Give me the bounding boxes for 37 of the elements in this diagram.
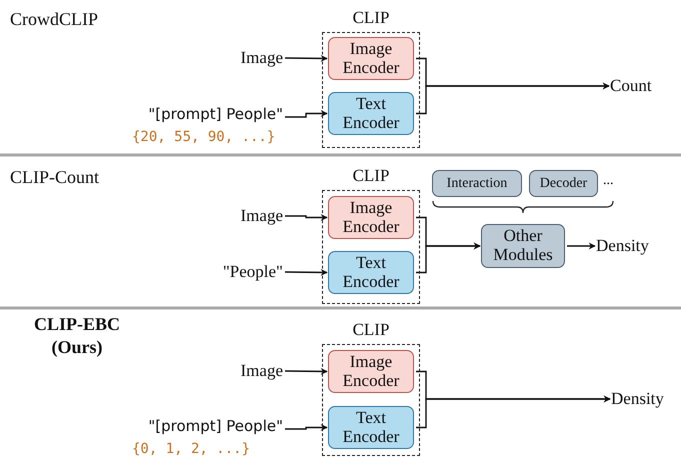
text-encoder-box: Text Encoder bbox=[328, 251, 414, 294]
section-title: CrowdCLIP bbox=[10, 8, 100, 30]
input-text: Image bbox=[226, 48, 283, 68]
module-box: Other Modules bbox=[481, 224, 565, 268]
image-encoder-box: Image Encoder bbox=[328, 350, 414, 393]
arrow bbox=[567, 242, 596, 250]
group-heading: CLIP bbox=[352, 166, 390, 187]
image-encoder-box: Image Encoder bbox=[328, 37, 414, 80]
prompt-text: "[prompt] People" bbox=[147, 418, 283, 436]
module-box: Decoder bbox=[529, 170, 598, 197]
ellipsis-text: ... bbox=[603, 172, 614, 190]
value-set: {20, 55, 90, ...} bbox=[132, 129, 276, 146]
output-text: Density bbox=[611, 389, 677, 409]
text-encoder-box: Text Encoder bbox=[328, 406, 414, 449]
section-title: CLIP-Count bbox=[10, 166, 100, 188]
value-set: {0, 1, 2, ...} bbox=[132, 441, 252, 458]
arrow bbox=[285, 54, 328, 62]
text-encoder-box: Text Encoder bbox=[328, 92, 414, 135]
arrow bbox=[285, 110, 328, 118]
section-title: CLIP-EBC (Ours) bbox=[32, 313, 121, 358]
arrow bbox=[285, 268, 328, 276]
arrow bbox=[416, 396, 611, 428]
output-text: Density bbox=[596, 236, 668, 256]
arrow bbox=[285, 214, 328, 221]
input-text: Image bbox=[226, 361, 283, 381]
arrow bbox=[285, 424, 328, 431]
group-heading: CLIP bbox=[352, 8, 390, 29]
arrow bbox=[416, 242, 481, 274]
output-text: Count bbox=[610, 76, 672, 96]
arrow bbox=[285, 368, 328, 375]
module-box: Interaction bbox=[432, 170, 522, 197]
group-heading: CLIP bbox=[352, 320, 390, 341]
input-text: "People" bbox=[196, 262, 283, 282]
input-text: Image bbox=[226, 206, 283, 226]
image-encoder-box: Image Encoder bbox=[328, 196, 414, 239]
prompt-text: "[prompt] People" bbox=[147, 106, 283, 124]
arrow bbox=[416, 82, 610, 114]
